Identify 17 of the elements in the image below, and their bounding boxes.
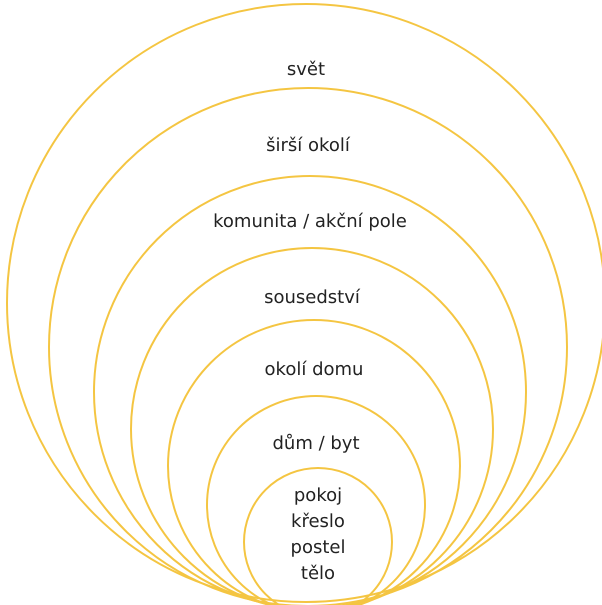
- circle-ring: [93, 175, 527, 605]
- ring-label: okolí domu: [264, 358, 364, 382]
- circle-ring: [6, 3, 602, 603]
- ring-label: pokoj: [294, 484, 342, 508]
- ring-label: komunita / akční pole: [213, 210, 407, 234]
- circle-ring: [130, 247, 494, 605]
- circle-ring: [243, 467, 393, 605]
- ring-label: širší okolí: [266, 134, 350, 158]
- ring-label: křeslo: [291, 510, 345, 534]
- circle-ring: [167, 319, 461, 605]
- circle-ring: [48, 87, 568, 605]
- ring-label: postel: [290, 536, 346, 560]
- ring-label: sousedství: [264, 286, 360, 310]
- circle-ring: [206, 395, 426, 605]
- ring-label: svět: [286, 58, 326, 82]
- ring-label: dům / byt: [272, 432, 360, 456]
- ring-label: tělo: [300, 562, 336, 586]
